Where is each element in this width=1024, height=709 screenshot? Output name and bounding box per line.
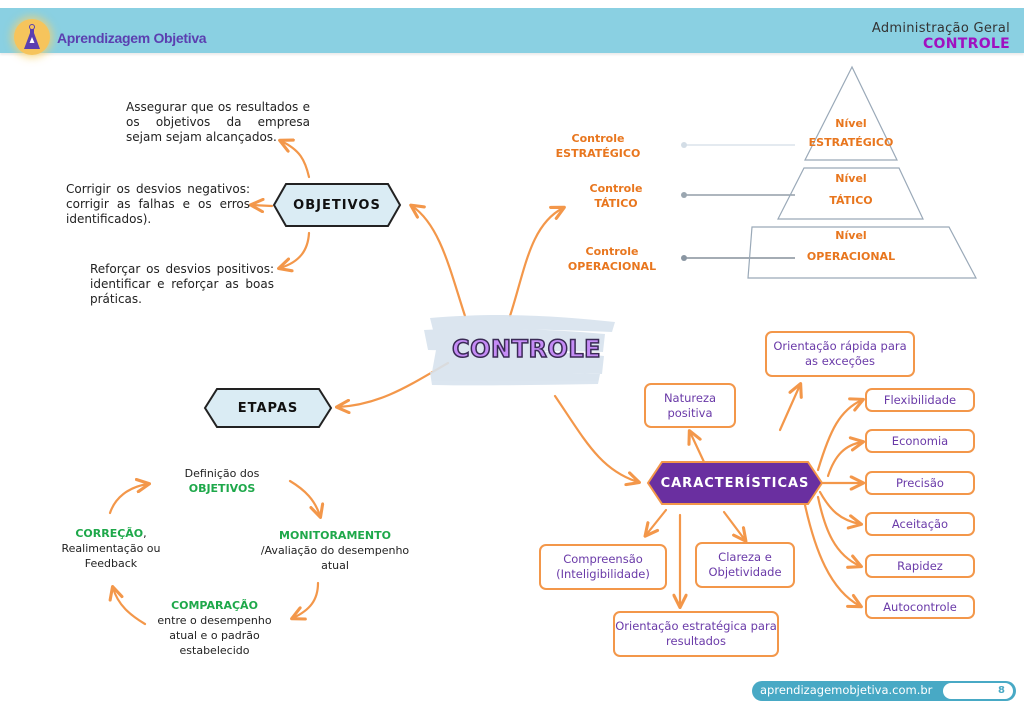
char-box: Orientação estratégica para resultados <box>613 611 779 657</box>
flask-logo-icon <box>14 19 50 55</box>
arrow-ch-compreensao <box>643 508 668 538</box>
arrow-ch-rapidez <box>816 495 863 569</box>
arrow-cycle-4 <box>108 477 152 515</box>
objetivo-item: Reforçar os desvios positivos: identific… <box>90 262 274 306</box>
arrow-cycle-3 <box>108 584 147 626</box>
arrow-center-caracteristicas <box>553 394 642 487</box>
control-level-label: Controle ESTRATÉGICO <box>555 132 641 160</box>
stage-comparacao: COMPARAÇÃO entre o desempenho atual e o … <box>157 599 272 657</box>
arrow-ch-aceitacao <box>818 490 864 530</box>
objetivo-item: Corrigir os desvios negativos: corrigir … <box>66 182 250 226</box>
char-box: Aceitação <box>865 512 975 536</box>
arrow-obj-2 <box>248 197 274 214</box>
char-box: Clareza e Objetividade <box>695 542 795 588</box>
stage-correcao: CORREÇÃO, Realimentação ou Feedback <box>61 527 161 570</box>
arrow-center-levels <box>508 205 566 318</box>
char-box: Orientação rápida para as exceções <box>765 331 915 377</box>
stage-definicao: Definição dos OBJETIVOS <box>184 467 260 495</box>
arrow-ch-autocontrole <box>803 503 863 609</box>
arrow-cycle-1 <box>288 479 325 520</box>
char-box: Autocontrole <box>865 595 975 619</box>
caracteristicas-node[interactable]: CARACTERÍSTICAS <box>646 460 824 506</box>
arrow-obj-3 <box>276 231 311 273</box>
arrow-ch-orientacao-rapida <box>778 382 803 432</box>
objetivos-label: OBJETIVOS <box>293 197 381 213</box>
objetivo-item: Assegurar que os resultados e os objetiv… <box>126 100 310 144</box>
char-box: Compreensão (Inteligibilidade) <box>539 544 667 590</box>
arrow-center-objetivos <box>409 203 467 318</box>
brand-name: Aprendizagem Objetiva <box>57 30 207 46</box>
pyramid-level-text: Nível OPERACIONAL <box>806 229 896 263</box>
char-box: Flexibilidade <box>865 388 975 412</box>
pyramid-level-text: Nível TÁTICO <box>829 172 873 207</box>
arrow-ch-economia <box>826 436 866 478</box>
arrow-cycle-2 <box>290 581 320 621</box>
caracteristicas-label: CARACTERÍSTICAS <box>660 475 810 491</box>
footer-bar: aprendizagemobjetiva.com.br 8 <box>752 681 1016 701</box>
subject-title: Administração Geral <box>871 21 1010 36</box>
topic-title: CONTROLE <box>922 36 1010 52</box>
char-box: Precisão <box>865 471 975 495</box>
arrow-obj-1 <box>278 138 311 179</box>
objetivos-node[interactable]: OBJETIVOS <box>272 182 402 228</box>
char-box: Rapidez <box>865 554 975 578</box>
pyramid-level-text: Nível ESTRATÉGICO <box>808 117 894 149</box>
page-number: 8 <box>943 683 1013 699</box>
control-level-label: Controle TÁTICO <box>589 182 643 210</box>
arrow-center-etapas <box>334 361 450 415</box>
char-box: Economia <box>865 429 975 453</box>
center-title: CONTROLE <box>451 334 602 364</box>
etapas-label: ETAPAS <box>237 400 299 416</box>
header-titles: Administração Geral CONTROLE <box>872 21 1010 52</box>
arrow-ch-clareza <box>722 510 748 543</box>
header-bar: Aprendizagem Objetiva Administração Gera… <box>0 8 1024 55</box>
char-box: Natureza positiva <box>644 383 736 428</box>
arrow-ch-flexibilidade <box>816 397 865 472</box>
footer-url[interactable]: aprendizagemobjetiva.com.br <box>760 683 933 697</box>
control-level-label: Controle OPERACIONAL <box>567 245 657 273</box>
etapas-node[interactable]: ETAPAS <box>203 387 333 429</box>
arrow-ch-natureza <box>687 429 706 464</box>
stage-monitoramento: MONITORAMENTO /Avaliação do desempenho a… <box>260 529 410 572</box>
